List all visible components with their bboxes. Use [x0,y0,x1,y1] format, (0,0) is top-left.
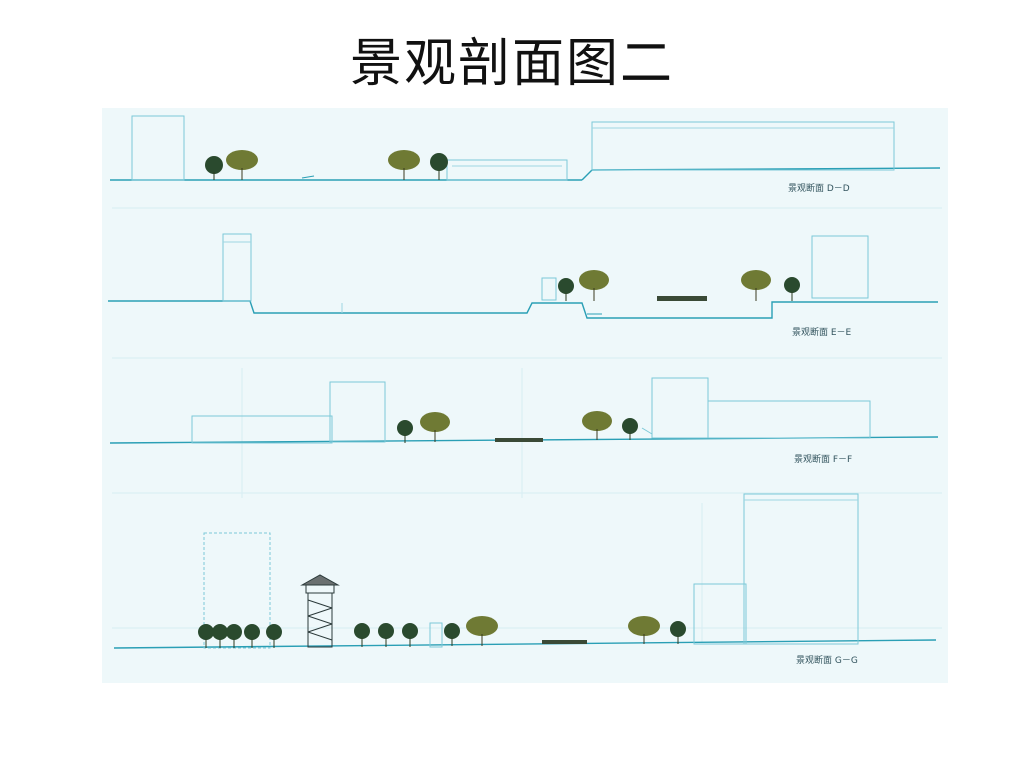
section-e-e [108,233,938,319]
section-label-e-e: 景观断面 E－E [792,328,852,338]
page-title: 景观剖面图二 [349,34,674,94]
background-ghost-lines [112,207,942,643]
section-drawing-svg [108,115,942,649]
section-f-f [109,377,939,444]
section-label-g-g: 景观断面 G－G [796,656,858,666]
section-d-d [110,115,941,181]
section-label-d-d: 景观断面 D－D [788,184,850,194]
section-label-f-f: 景观断面 F－F [794,455,853,465]
watchtower [300,574,340,648]
trees [198,150,800,648]
section-drawing: 景观断面 D－D 景观断面 E－E 景观断面 F－F 景观断面 G－G [102,108,948,683]
section-g-g [113,493,937,649]
